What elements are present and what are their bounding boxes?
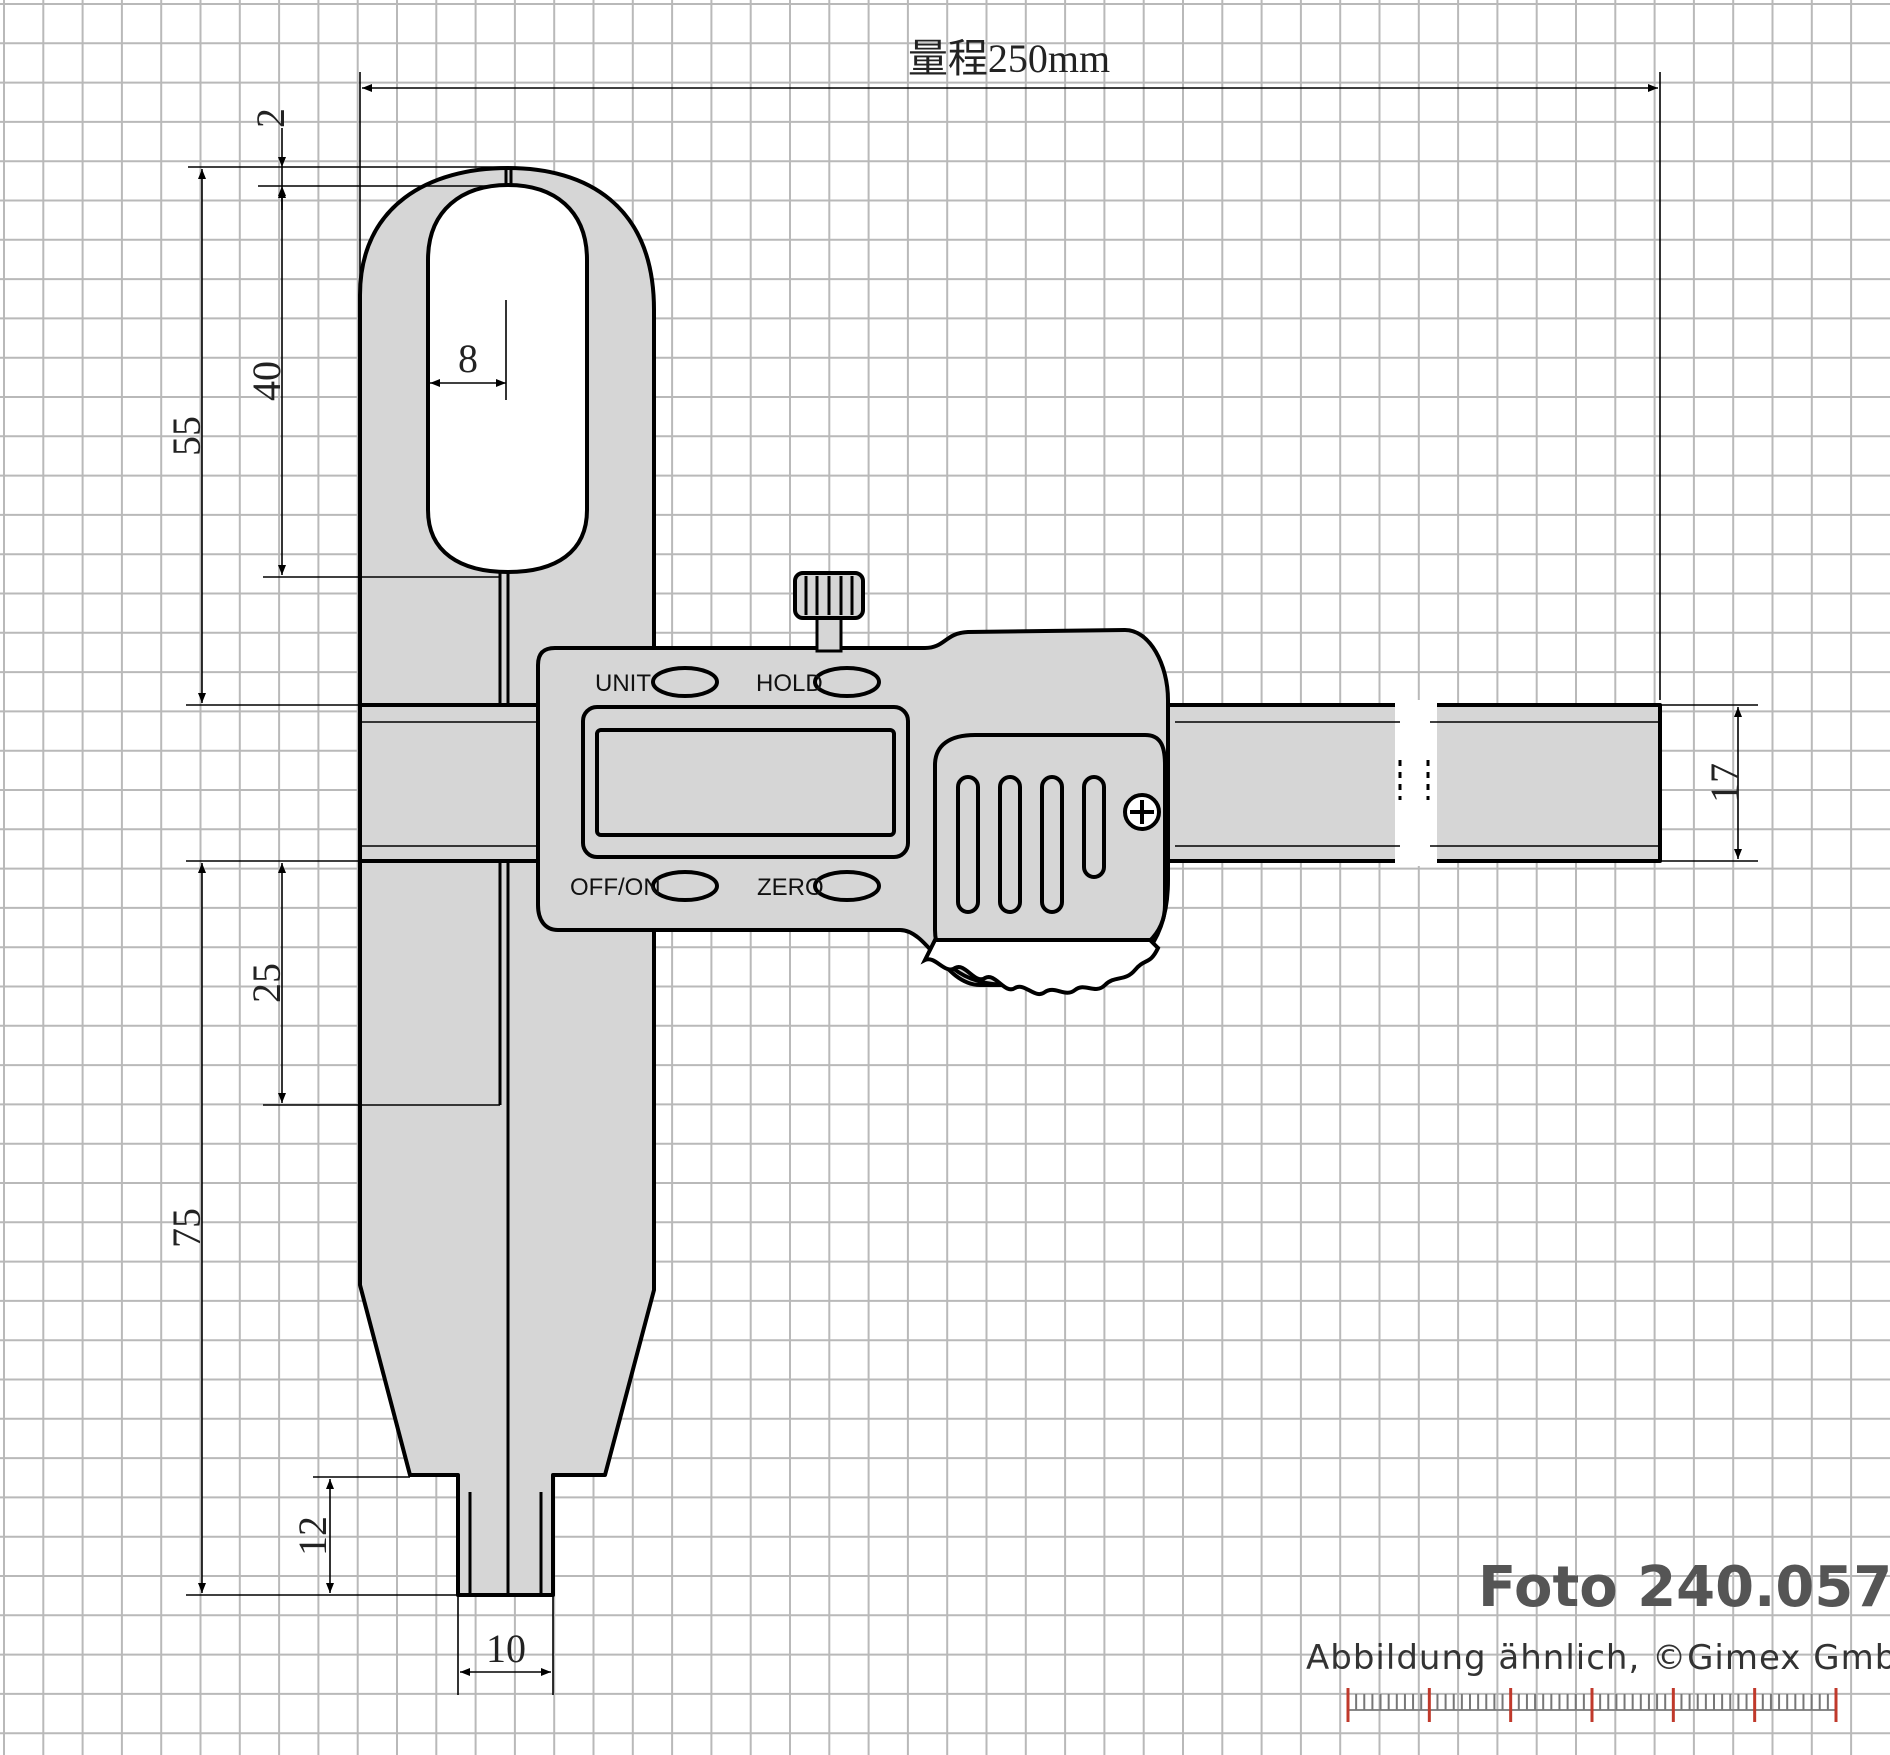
oval-slot xyxy=(426,182,589,575)
unit-button-label: UNIT xyxy=(595,670,651,697)
hold-button-label: HOLD xyxy=(756,670,823,697)
ruler-scale xyxy=(1346,1688,1838,1722)
power-button[interactable]: OFF/ON xyxy=(570,870,719,902)
dim-slot-length: 40 xyxy=(244,361,289,401)
beam-crossing xyxy=(358,703,540,863)
hold-button[interactable]: HOLD xyxy=(756,666,881,698)
unit-button[interactable]: UNIT xyxy=(595,666,719,698)
caliper-body: UNIT HOLD OFF/ON ZERO xyxy=(358,166,1662,1597)
photo-number: Foto 240.057 xyxy=(1478,1555,1890,1620)
range-label: 量程250mm xyxy=(908,36,1110,81)
grip-slot xyxy=(1040,775,1064,914)
grip-slot xyxy=(998,775,1022,914)
beam-right xyxy=(1428,703,1662,863)
dim-slot-width: 8 xyxy=(458,336,478,381)
dimension-lines xyxy=(186,72,1758,1695)
dim-beam-height: 17 xyxy=(1702,763,1747,803)
zero-button-label: ZERO xyxy=(757,874,824,901)
dim-overall-lower: 75 xyxy=(164,1208,209,1248)
grip-slot xyxy=(956,775,980,914)
dim-overall-upper: 55 xyxy=(164,416,209,456)
dim-lower-jaw: 25 xyxy=(244,963,289,1003)
grip-slot xyxy=(1082,775,1106,879)
knurled-lock-screw-icon xyxy=(793,571,865,653)
crosshead-screw-icon xyxy=(1123,793,1161,831)
dim-top-gap: 2 xyxy=(248,108,293,128)
zero-button[interactable]: ZERO xyxy=(757,870,881,902)
dim-tip-length: 12 xyxy=(290,1516,335,1556)
dimension-texts: 量程250mm 2 55 40 8 25 75 12 10 17 xyxy=(164,36,1747,1671)
copyright-text: Abbildung ähnlich, ©Gimex GmbH xyxy=(1306,1638,1890,1678)
power-button-label: OFF/ON xyxy=(570,874,661,901)
lcd-screen xyxy=(595,728,896,837)
dim-tip-width: 10 xyxy=(486,1626,526,1671)
thumb-wheel xyxy=(920,938,1161,996)
beam-left xyxy=(1158,703,1404,863)
